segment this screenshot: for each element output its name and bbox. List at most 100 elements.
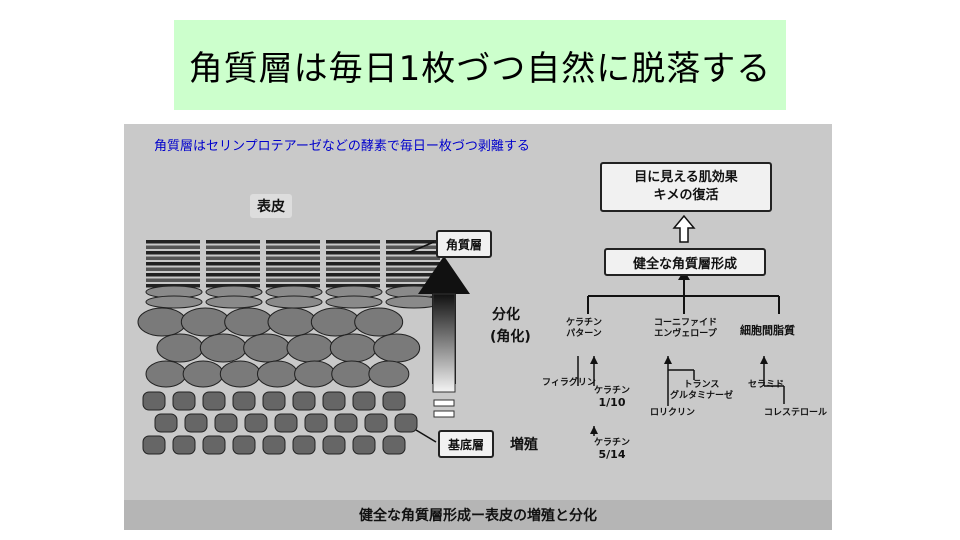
basal-cell (382, 391, 406, 411)
basal-cell (154, 413, 178, 433)
keratin-5-14-line2: 5/14 (598, 448, 626, 461)
basal-cell (172, 391, 196, 411)
spinous-cell (219, 360, 261, 388)
spinous-cell (137, 307, 187, 337)
flow-arrowhead (590, 356, 598, 364)
basal-cell (262, 391, 286, 411)
corneocyte (266, 262, 320, 266)
corneocyte (146, 262, 200, 266)
corneocyte (326, 245, 380, 249)
slide-title: 角質層は毎日1枚づつ自然に脱落する (188, 48, 772, 89)
corneocyte (206, 245, 260, 249)
basal-cell (172, 435, 196, 455)
corneocyte (206, 262, 260, 266)
ceramide-label: セラミド (748, 380, 785, 390)
spinous-cell (180, 307, 230, 337)
corneocyte (386, 273, 440, 277)
corneocyte (206, 267, 260, 271)
differentiation-arrow-shaft (432, 293, 456, 393)
cornified-envelope-line2: エンヴェロープ (654, 329, 717, 339)
spinous-cell (182, 360, 224, 388)
corneocyte (146, 256, 200, 260)
basal-cell (364, 413, 388, 433)
spinous-cell (294, 360, 336, 388)
cell-layers (137, 240, 443, 455)
corneocyte (146, 245, 200, 249)
enzyme-note: 角質層はセリンプロテアーゼなどの酵素で毎日ー枚づつ剥離する (154, 139, 530, 154)
corneocyte (266, 240, 320, 244)
keratin-5-14-label: ケラチン 5/14 (594, 438, 630, 460)
spinous-cell (310, 307, 360, 337)
corneocyte (206, 256, 260, 260)
spinous-cell (267, 307, 317, 337)
corneocyte (386, 245, 440, 249)
corneocyte (326, 240, 380, 244)
corneocyte (326, 262, 380, 266)
basal-cell (262, 435, 286, 455)
basal-layer-label: 基底層 (438, 430, 494, 458)
figure-caption-bar: 健全な角質層形成ー表皮の増殖と分化 (124, 500, 832, 530)
spinous-cell (331, 360, 373, 388)
basal-cell (202, 435, 226, 455)
keratin-pattern-label: ケラチン パターン (566, 318, 602, 340)
basal-cell (382, 435, 406, 455)
basal-cell (142, 435, 166, 455)
basal-cell (304, 413, 328, 433)
keratin-pattern-line1: ケラチン (566, 318, 603, 328)
proliferation-label: 増殖 (510, 437, 538, 453)
keratin-pattern-line2: パターン (566, 329, 602, 339)
basal-cell (214, 413, 238, 433)
basal-cell (322, 435, 346, 455)
basal-cell (394, 413, 418, 433)
differentiation-label: 分化 (492, 307, 520, 323)
corneocyte (386, 278, 440, 282)
basal-cell (292, 391, 316, 411)
corneocyte (266, 251, 320, 255)
corneocyte (266, 245, 320, 249)
basal-cell (334, 413, 358, 433)
corneocyte (326, 267, 380, 271)
corneocyte (266, 278, 320, 282)
corneocyte (386, 267, 440, 271)
corneocyte (146, 267, 200, 271)
loricrin-label: ロリクリン (650, 408, 696, 418)
title-banner: 角質層は毎日1枚づつ自然に脱落する (174, 20, 786, 110)
granular-cell (325, 295, 383, 309)
spinous-cell (199, 333, 247, 363)
transglutaminase-line1: トランス (683, 380, 720, 390)
spinous-cell (286, 333, 334, 363)
figure-caption: 健全な角質層形成ー表皮の増殖と分化 (359, 508, 597, 524)
corneocyte (206, 273, 260, 277)
corneocyte (146, 278, 200, 282)
spinous-cell (368, 360, 410, 388)
spinous-cell (224, 307, 274, 337)
skin-effect-box: 目に見える肌効果 キメの復活 (600, 162, 772, 212)
skin-effect-line1: 目に見える肌効果 (634, 170, 738, 185)
corneocyte (146, 273, 200, 277)
cornified-envelope-line1: コーニファイド (654, 318, 718, 328)
basal-cell (352, 435, 376, 455)
spinous-cell (145, 360, 187, 388)
corneocyte (326, 278, 380, 282)
corneocyte (206, 240, 260, 244)
keratinization-label: (角化) (490, 329, 531, 345)
spinous-cell (373, 333, 421, 363)
granular-cell (145, 295, 203, 309)
pointer-line (415, 429, 437, 443)
corneocyte (386, 251, 440, 255)
keratin-1-10-label: ケラチン 1/10 (594, 386, 630, 408)
healthy-corneum-box: 健全な角質層形成 (604, 248, 766, 276)
basal-cell (274, 413, 298, 433)
flow-arrowhead (760, 356, 768, 364)
basal-cell (142, 391, 166, 411)
corneocyte (266, 256, 320, 260)
epidermis-figure: 角質層はセリンプロテアーゼなどの酵素で毎日ー枚づつ剥離する 表皮 角質層 基底層… (124, 124, 832, 530)
skin-effect-line2: キメの復活 (653, 188, 719, 203)
corneocyte (326, 273, 380, 277)
transglutaminase-line2: グルタミナーゼ (670, 391, 734, 401)
basal-cell (292, 435, 316, 455)
flow-arrowhead (664, 356, 672, 364)
corneocyte (326, 256, 380, 260)
basal-cell (232, 391, 256, 411)
cholesterol-label: コレステロール (764, 408, 828, 418)
